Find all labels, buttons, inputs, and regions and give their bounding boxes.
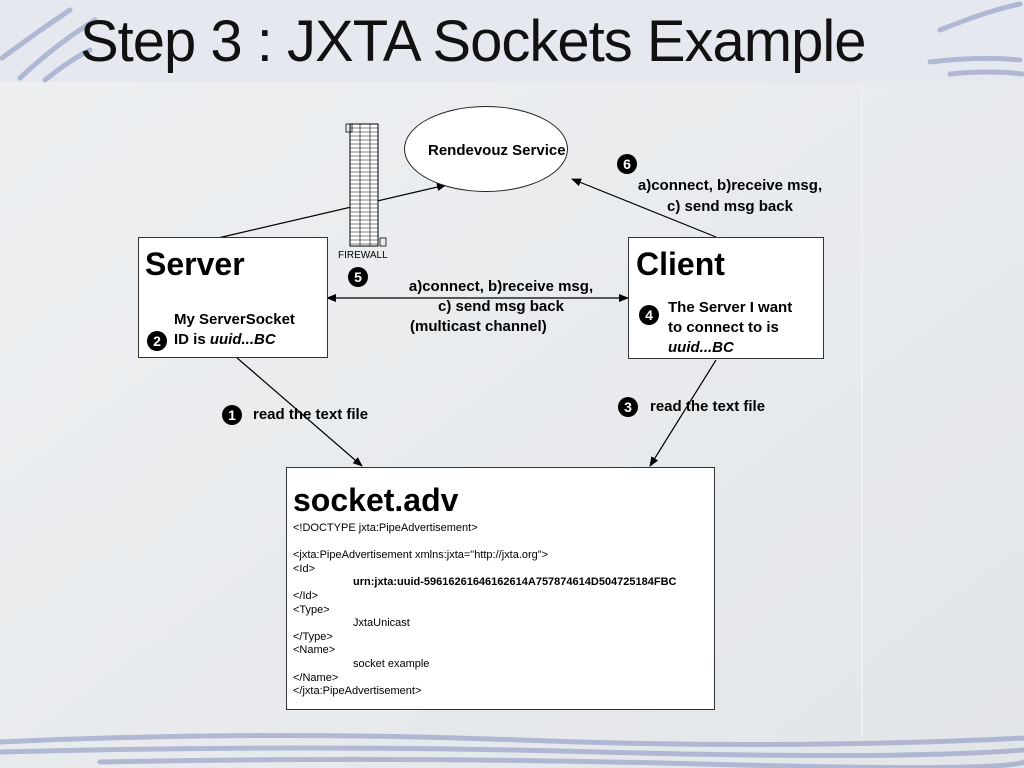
step-2-badge: 2 bbox=[147, 331, 167, 351]
server-node: Server My ServerSocket ID is uuid...BC 2 bbox=[138, 237, 328, 358]
step-5-label-line1: a)connect, b)receive msg, bbox=[408, 278, 594, 295]
step-6-label-line2: c) send msg back bbox=[667, 198, 793, 215]
xml-line: </Name> bbox=[293, 671, 339, 684]
server-to-rendezvous-arrow bbox=[217, 183, 447, 239]
slide-title: Step 3 : JXTA Sockets Example bbox=[80, 9, 867, 74]
client-label-line2: to connect to is bbox=[668, 319, 779, 336]
xml-line-name-value: socket example bbox=[353, 657, 430, 670]
socket-adv-file: socket.adv <!DOCTYPE jxta:PipeAdvertisem… bbox=[286, 467, 715, 710]
step-6-badge: 6 bbox=[617, 154, 637, 174]
xml-line: <jxta:PipeAdvertisement xmlns:jxta="http… bbox=[293, 549, 549, 562]
server-title: Server bbox=[145, 246, 245, 282]
xml-line: <Type> bbox=[293, 603, 330, 616]
step-5-label-line3: (multicast channel) bbox=[410, 318, 547, 335]
server-socket-id-value: uuid...BC bbox=[209, 331, 276, 348]
firewall-label: FIREWALL bbox=[338, 250, 388, 261]
step-1-badge: 1 bbox=[222, 405, 242, 425]
client-to-rendezvous-arrow bbox=[571, 178, 717, 238]
xml-line: <!DOCTYPE jxta:PipeAdvertisement> bbox=[293, 522, 478, 534]
client-node: Client The Server I want to connect to i… bbox=[628, 237, 824, 359]
rendezvous-service-node bbox=[404, 106, 568, 192]
xml-line: <Id> bbox=[293, 562, 316, 575]
firewall-icon bbox=[345, 123, 387, 247]
server-socket-label: My ServerSocket bbox=[174, 311, 295, 328]
client-label-line1: The Server I want bbox=[668, 299, 793, 316]
client-to-socket-adv-arrow bbox=[649, 359, 717, 467]
step-5-badge: 5 bbox=[348, 267, 368, 287]
step-6-label-line1: a)connect, b)receive msg, bbox=[637, 177, 823, 194]
server-socket-id: ID is uuid...BC bbox=[174, 330, 276, 350]
socket-adv-title: socket.adv bbox=[293, 482, 459, 518]
server-socket-id-prefix: ID is bbox=[174, 331, 210, 348]
xml-line: <Name> bbox=[293, 644, 336, 657]
step-3-badge: 3 bbox=[618, 397, 638, 417]
server-to-socket-adv-arrow bbox=[235, 356, 363, 467]
step-1-label: read the text file bbox=[253, 406, 369, 423]
step-3-label: read the text file bbox=[650, 398, 766, 415]
xml-line: </Id> bbox=[293, 589, 319, 602]
xml-line bbox=[293, 536, 677, 550]
socket-adv-content: <!DOCTYPE jxta:PipeAdvertisement> <jxta:… bbox=[293, 522, 677, 699]
step-5-label-line2: c) send msg back bbox=[438, 298, 564, 315]
xml-line-id-value: urn:jxta:uuid-59616261646162614A75787461… bbox=[353, 576, 677, 589]
step-4-badge: 4 bbox=[639, 305, 659, 325]
xml-line: </jxta:PipeAdvertisement> bbox=[293, 685, 422, 698]
xml-line-type-value: JxtaUnicast bbox=[353, 617, 410, 630]
client-label-uuid: uuid...BC bbox=[668, 339, 734, 356]
rendezvous-service-label: Rendevouz Service bbox=[428, 142, 566, 159]
client-title: Client bbox=[636, 246, 725, 282]
xml-line: </Type> bbox=[293, 630, 333, 643]
